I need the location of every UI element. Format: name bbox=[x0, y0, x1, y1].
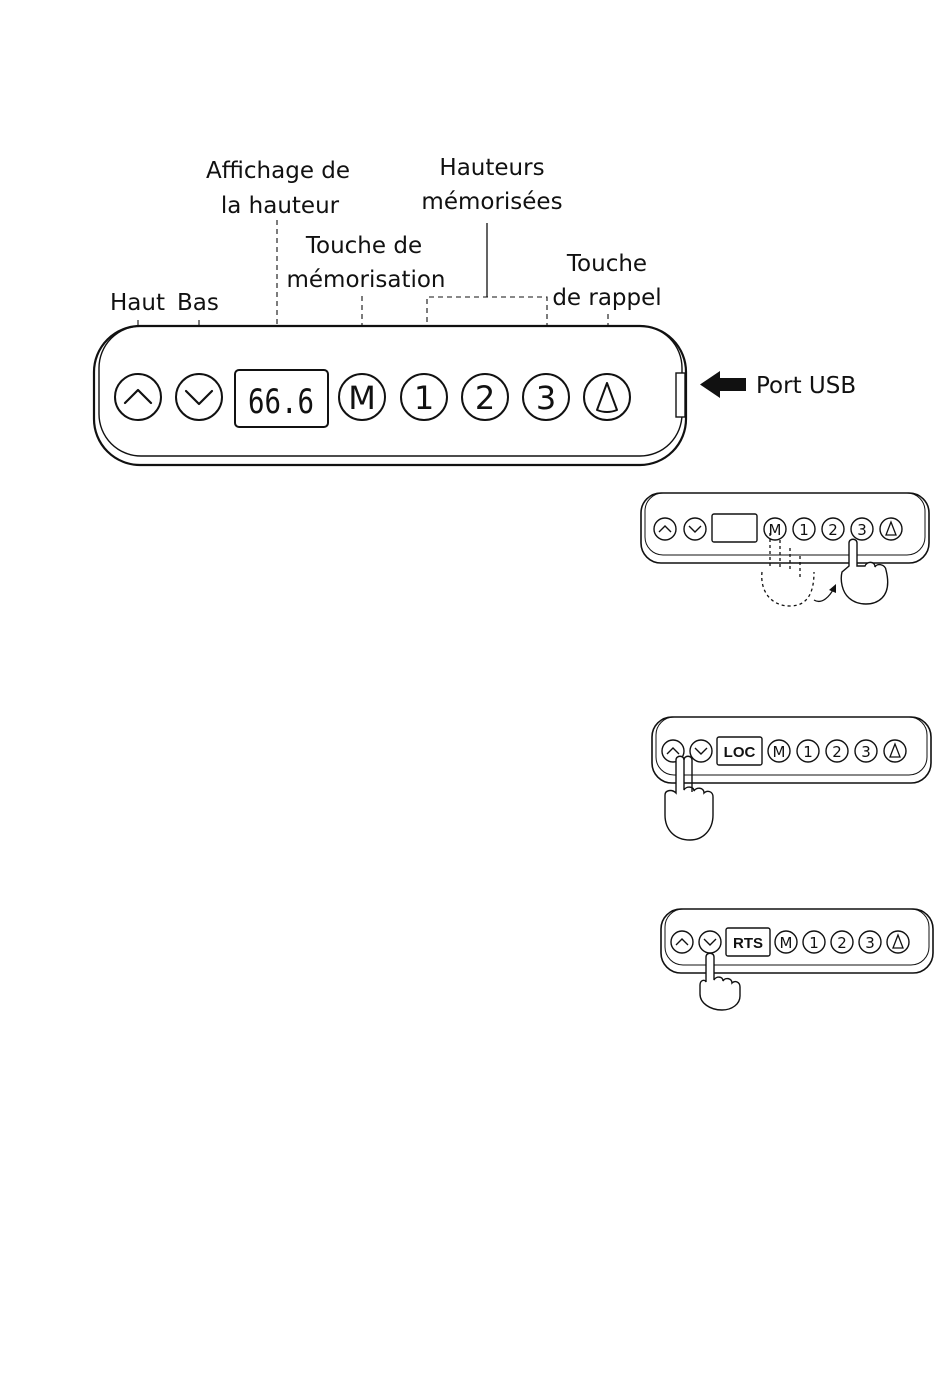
preset-1-label: 1 bbox=[803, 743, 813, 761]
recall-button[interactable] bbox=[887, 931, 909, 953]
down-label: Bas bbox=[177, 290, 219, 316]
height-display: 66.6 bbox=[235, 370, 328, 427]
preset-1-label: 1 bbox=[414, 379, 434, 417]
preset-3-label: 3 bbox=[857, 521, 867, 539]
preset-1-button[interactable]: 1 bbox=[797, 740, 819, 762]
preset-3-button[interactable]: 3 bbox=[859, 931, 881, 953]
main-control-panel: 66.6 M 1 2 3 bbox=[94, 326, 686, 465]
preset-1-button[interactable]: 1 bbox=[401, 374, 447, 420]
preset-1-button[interactable]: 1 bbox=[803, 931, 825, 953]
up-button[interactable] bbox=[671, 931, 693, 953]
presets-label-line1: Hauteurs bbox=[439, 155, 544, 181]
memory-button[interactable]: M bbox=[768, 740, 790, 762]
preset-2-label: 2 bbox=[832, 743, 842, 761]
display-label-line2: la hauteur bbox=[221, 193, 340, 219]
preset-3-label: 3 bbox=[536, 379, 556, 417]
down-button[interactable] bbox=[699, 931, 721, 953]
preset-1-label: 1 bbox=[809, 934, 819, 952]
height-display: LOC bbox=[717, 737, 762, 765]
memory-setting-panel: M 1 2 3 bbox=[641, 493, 929, 606]
memory-button[interactable]: M bbox=[339, 374, 385, 420]
down-button[interactable] bbox=[690, 740, 712, 762]
preset-3-label: 3 bbox=[861, 743, 871, 761]
preset-2-button[interactable]: 2 bbox=[831, 931, 853, 953]
display-text: LOC bbox=[724, 744, 756, 761]
preset-3-button[interactable]: 3 bbox=[855, 740, 877, 762]
preset-2-button[interactable]: 2 bbox=[826, 740, 848, 762]
usb-arrow-icon bbox=[700, 371, 746, 398]
preset-3-button[interactable]: 3 bbox=[851, 518, 873, 540]
display-label-line1: Affichage de bbox=[206, 158, 350, 184]
up-label: Haut bbox=[110, 290, 165, 316]
reset-panel: RTS M 1 2 3 bbox=[661, 909, 933, 1010]
height-display: RTS bbox=[726, 928, 770, 956]
height-display bbox=[712, 514, 757, 542]
up-button[interactable] bbox=[115, 374, 161, 420]
display-value: 66.6 bbox=[248, 382, 314, 422]
recall-button[interactable] bbox=[880, 518, 902, 540]
memory-button[interactable]: M bbox=[764, 518, 786, 540]
preset-2-button[interactable]: 2 bbox=[462, 374, 508, 420]
memory-button[interactable]: M bbox=[775, 931, 797, 953]
recall-label-line2: de rappel bbox=[552, 285, 661, 311]
memory-key-label: M bbox=[773, 743, 786, 761]
preset-2-label: 2 bbox=[837, 934, 847, 952]
preset-2-label: 2 bbox=[475, 379, 495, 417]
down-button[interactable] bbox=[176, 374, 222, 420]
preset-2-label: 2 bbox=[828, 521, 838, 539]
memory-key-label: M bbox=[769, 521, 782, 539]
memory-key-label: M bbox=[780, 934, 793, 952]
recall-button[interactable] bbox=[884, 740, 906, 762]
preset-3-button[interactable]: 3 bbox=[523, 374, 569, 420]
preset-1-label: 1 bbox=[799, 521, 809, 539]
memory-label-line1: Touche de bbox=[305, 233, 422, 259]
lock-panel: LOC M 1 2 3 bbox=[652, 717, 931, 840]
down-button[interactable] bbox=[684, 518, 706, 540]
presets-label-line2: mémorisées bbox=[421, 189, 562, 215]
memory-key-label: M bbox=[348, 379, 376, 417]
preset-2-button[interactable]: 2 bbox=[822, 518, 844, 540]
usb-port bbox=[676, 373, 685, 417]
recall-button[interactable] bbox=[584, 374, 630, 420]
preset-1-button[interactable]: 1 bbox=[793, 518, 815, 540]
display-text: RTS bbox=[733, 935, 763, 952]
usb-label: Port USB bbox=[756, 373, 856, 399]
memory-label-line2: mémorisation bbox=[286, 267, 445, 293]
preset-3-label: 3 bbox=[865, 934, 875, 952]
up-button[interactable] bbox=[654, 518, 676, 540]
recall-label-line1: Touche bbox=[566, 251, 647, 277]
